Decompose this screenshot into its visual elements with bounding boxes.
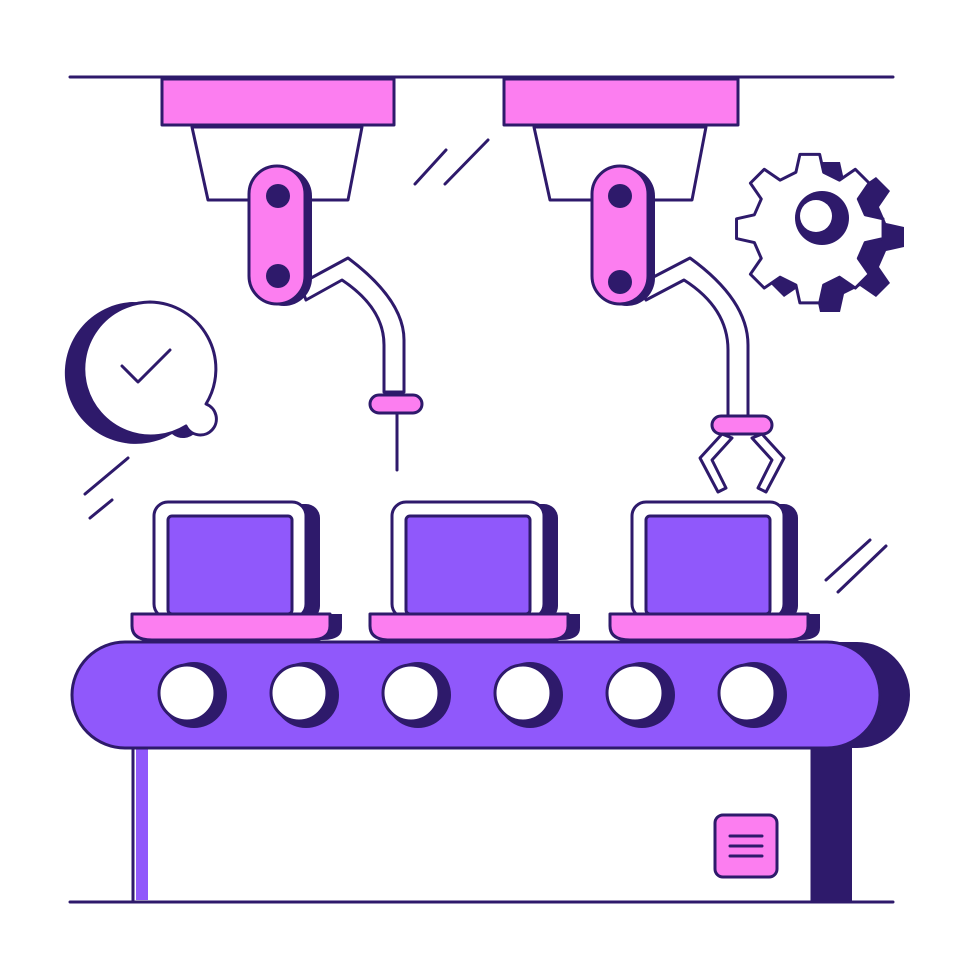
checkmark-badge-icon — [64, 300, 218, 444]
laptop-icon — [130, 500, 820, 642]
conveyor-rollers — [157, 662, 787, 728]
conveyor-belt-icon — [70, 640, 910, 904]
robotic-arm-gripper-icon — [502, 77, 786, 494]
control-panel-icon — [713, 813, 779, 879]
motion-lines — [83, 138, 888, 594]
robotic-arm-welder-icon — [160, 77, 424, 472]
gear-icon — [735, 152, 904, 312]
